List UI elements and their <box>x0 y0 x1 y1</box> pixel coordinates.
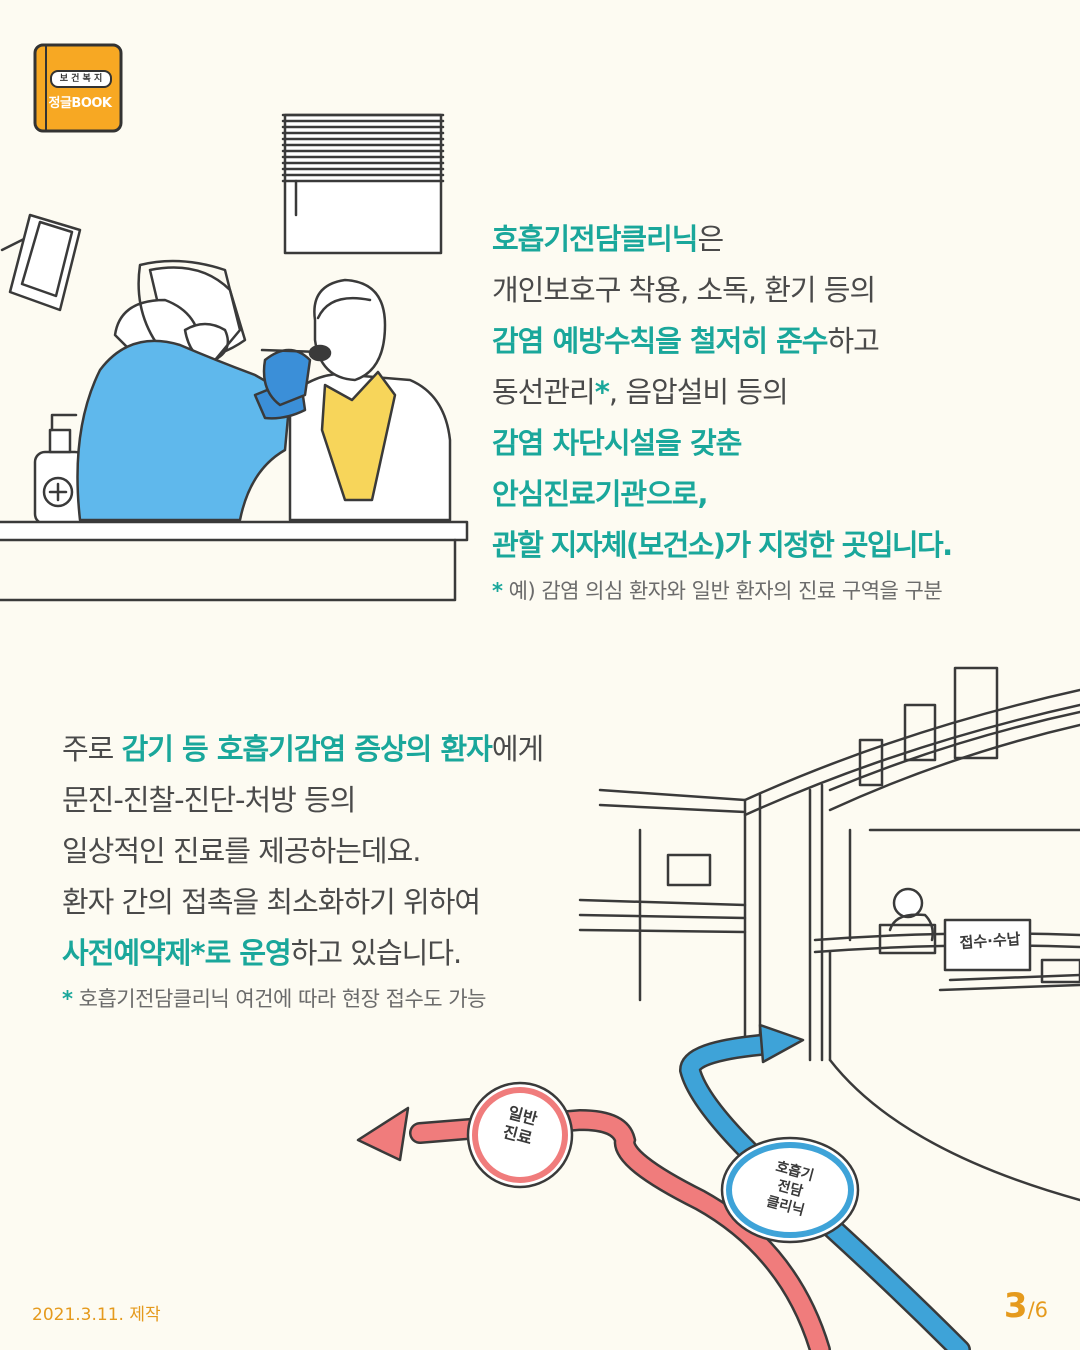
desc-line-6: 안심진료기관으로, <box>492 477 708 511</box>
desc-line-2: 개인보호구 착용, 소독, 환기 등의 <box>492 273 876 307</box>
page-total: /6 <box>1027 1298 1048 1322</box>
desc-line-1: 호흡기전담클리닉은 <box>492 222 724 256</box>
service-line-5: 사전예약제*로 운영하고 있습니다. <box>62 936 462 970</box>
service-line-1: 주로 감기 등 호흡기감염 증상의 환자에게 <box>62 732 544 766</box>
desc-line-7: 관할 지자체(보건소)가 지정한 곳입니다. <box>492 528 953 562</box>
creation-date: 2021.3.11. 제작 <box>32 1305 161 1325</box>
service-line-4: 환자 간의 접촉을 최소화하기 위하여 <box>62 885 481 919</box>
desc-line-3: 감염 예방수칙을 철저히 준수하고 <box>492 324 880 358</box>
service-footnote: * 호흡기전담클리닉 여건에 따라 현장 접수도 가능 <box>62 987 486 1011</box>
logo-top-text: 보 건 복 지 <box>50 70 112 88</box>
clinic-description: 호흡기전담클리닉은 개인보호구 착용, 소독, 환기 등의 감염 예방수칙을 철… <box>492 214 953 611</box>
page-current: 3 <box>1003 1286 1028 1326</box>
service-description: 주로 감기 등 호흡기감염 증상의 환자에게 문진-진찰-진단-처방 등의 일상… <box>62 724 544 1019</box>
desc-line-5: 감염 차단시설을 갖춘 <box>492 426 742 460</box>
service-line-3: 일상적인 진료를 제공하는데요. <box>62 834 421 868</box>
jungle-book-logo: 보 건 복 지 정글BOOK <box>32 42 124 134</box>
desc-footnote: * 예) 감염 의심 환자와 일반 환자의 진료 구역을 구분 <box>492 579 943 603</box>
logo-bottom-text: 정글BOOK <box>48 96 112 111</box>
desc-line-4: 동선관리*, 음압설비 등의 <box>492 375 789 409</box>
service-line-2: 문진-진찰-진단-처방 등의 <box>62 783 356 817</box>
page-indicator: 3/6 <box>1004 1286 1048 1326</box>
swab-test-illustration <box>0 113 469 602</box>
